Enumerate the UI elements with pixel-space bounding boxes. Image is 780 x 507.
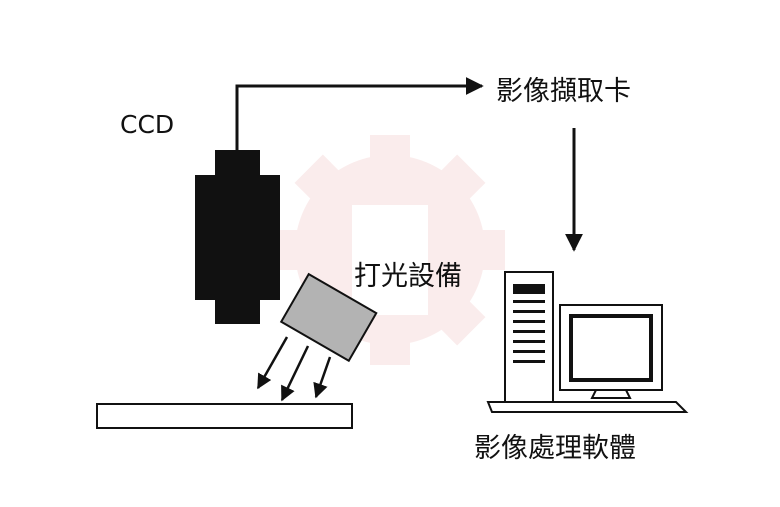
light-ray-3 [313,356,332,399]
ccd-label: CCD [120,110,174,139]
capture-card-label: 影像擷取卡 [496,76,631,107]
light-ray-1 [256,336,289,390]
ccd-to-capture-arrow [235,77,484,150]
desktop-computer-icon [486,271,689,413]
ccd-camera-icon [195,150,280,324]
light-ray-2 [280,345,310,402]
inspection-platform [96,403,353,429]
software-label: 影像處理軟體 [474,433,636,464]
lighting-label: 打光設備 [354,261,462,292]
lamp-icon [279,272,378,363]
